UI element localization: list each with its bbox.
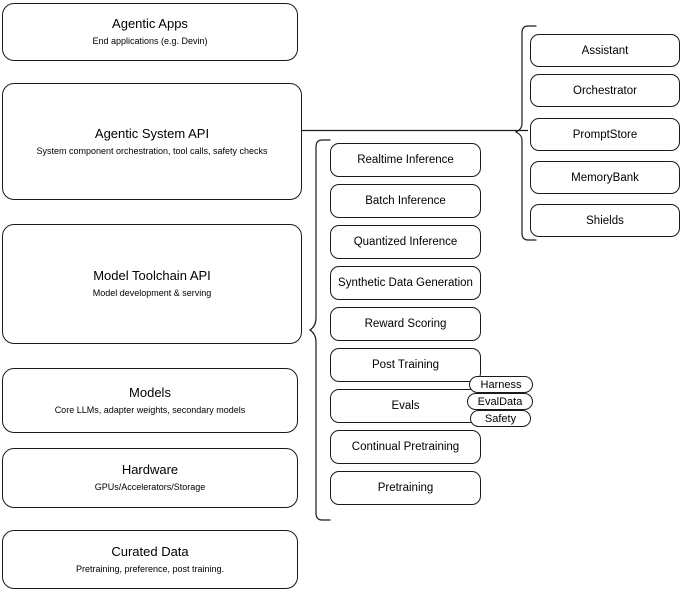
- system-item-label: MemoryBank: [571, 171, 639, 184]
- toolchain-item-reward-scoring[interactable]: Reward Scoring: [330, 307, 481, 341]
- layer-hardware[interactable]: Hardware GPUs/Accelerators/Storage: [2, 448, 298, 508]
- eval-badge-safety[interactable]: Safety: [470, 410, 531, 427]
- eval-badge-label: Safety: [484, 412, 517, 425]
- toolchain-item-quantized-inference[interactable]: Quantized Inference: [330, 225, 481, 259]
- layer-title: Models: [129, 384, 171, 400]
- system-item-label: PromptStore: [572, 128, 638, 141]
- layer-curated-data[interactable]: Curated Data Pretraining, preference, po…: [2, 530, 298, 589]
- toolchain-item-pretraining[interactable]: Pretraining: [330, 471, 481, 505]
- system-item-memorybank[interactable]: MemoryBank: [530, 161, 680, 194]
- toolchain-item-label: Pretraining: [377, 482, 434, 494]
- toolchain-item-label: Batch Inference: [365, 195, 446, 207]
- layer-subtitle: Pretraining, preference, post training.: [75, 563, 225, 574]
- system-item-label: Shields: [586, 214, 624, 227]
- layer-models[interactable]: Models Core LLMs, adapter weights, secon…: [2, 368, 298, 433]
- system-components-brace: [514, 25, 537, 241]
- layer-title: Agentic System API: [94, 125, 210, 141]
- toolchain-item-label: Continual Pretraining: [351, 441, 460, 453]
- system-item-shields[interactable]: Shields: [530, 204, 680, 237]
- layer-agentic-apps[interactable]: Agentic Apps End applications (e.g. Devi…: [2, 3, 298, 61]
- layer-subtitle: System component orchestration, tool cal…: [36, 145, 268, 156]
- toolchain-item-label: Realtime Inference: [357, 154, 454, 166]
- toolchain-brace: [308, 139, 331, 521]
- toolchain-item-continual-pretraining[interactable]: Continual Pretraining: [330, 430, 481, 464]
- system-item-label: Assistant: [581, 44, 629, 57]
- toolchain-item-label: Reward Scoring: [364, 318, 447, 330]
- layer-model-toolchain-api[interactable]: Model Toolchain API Model development & …: [2, 224, 302, 344]
- layer-subtitle: Core LLMs, adapter weights, secondary mo…: [54, 404, 246, 415]
- system-item-orchestrator[interactable]: Orchestrator: [530, 74, 680, 107]
- layer-title: Hardware: [121, 462, 179, 477]
- toolchain-item-label: Synthetic Data Generation: [338, 277, 473, 289]
- system-item-promptstore[interactable]: PromptStore: [530, 118, 680, 151]
- system-api-connector-line: [300, 129, 528, 132]
- eval-badge-label: Harness: [480, 378, 522, 391]
- eval-badge-harness[interactable]: Harness: [469, 376, 533, 393]
- system-item-assistant[interactable]: Assistant: [530, 34, 680, 67]
- toolchain-item-batch-inference[interactable]: Batch Inference: [330, 184, 481, 218]
- layer-subtitle: End applications (e.g. Devin): [92, 36, 208, 46]
- system-item-label: Orchestrator: [573, 84, 637, 97]
- layer-subtitle: Model development & serving: [92, 288, 212, 298]
- layer-title: Agentic Apps: [112, 16, 188, 31]
- toolchain-item-post-training[interactable]: Post Training: [330, 348, 481, 382]
- eval-badge-evaldata[interactable]: EvalData: [467, 393, 533, 410]
- toolchain-item-label: Evals: [391, 400, 420, 412]
- layer-agentic-system-api[interactable]: Agentic System API System component orch…: [2, 83, 302, 200]
- toolchain-item-label: Post Training: [371, 359, 440, 371]
- toolchain-item-synthetic-data-generation[interactable]: Synthetic Data Generation: [330, 266, 481, 300]
- layer-title: Model Toolchain API: [93, 268, 211, 283]
- toolchain-item-label: Quantized Inference: [353, 236, 458, 248]
- layer-title: Curated Data: [111, 543, 189, 559]
- toolchain-item-realtime-inference[interactable]: Realtime Inference: [330, 143, 481, 177]
- eval-badge-label: EvalData: [477, 395, 523, 408]
- toolchain-item-evals[interactable]: Evals: [330, 389, 481, 423]
- layer-subtitle: GPUs/Accelerators/Storage: [94, 482, 206, 492]
